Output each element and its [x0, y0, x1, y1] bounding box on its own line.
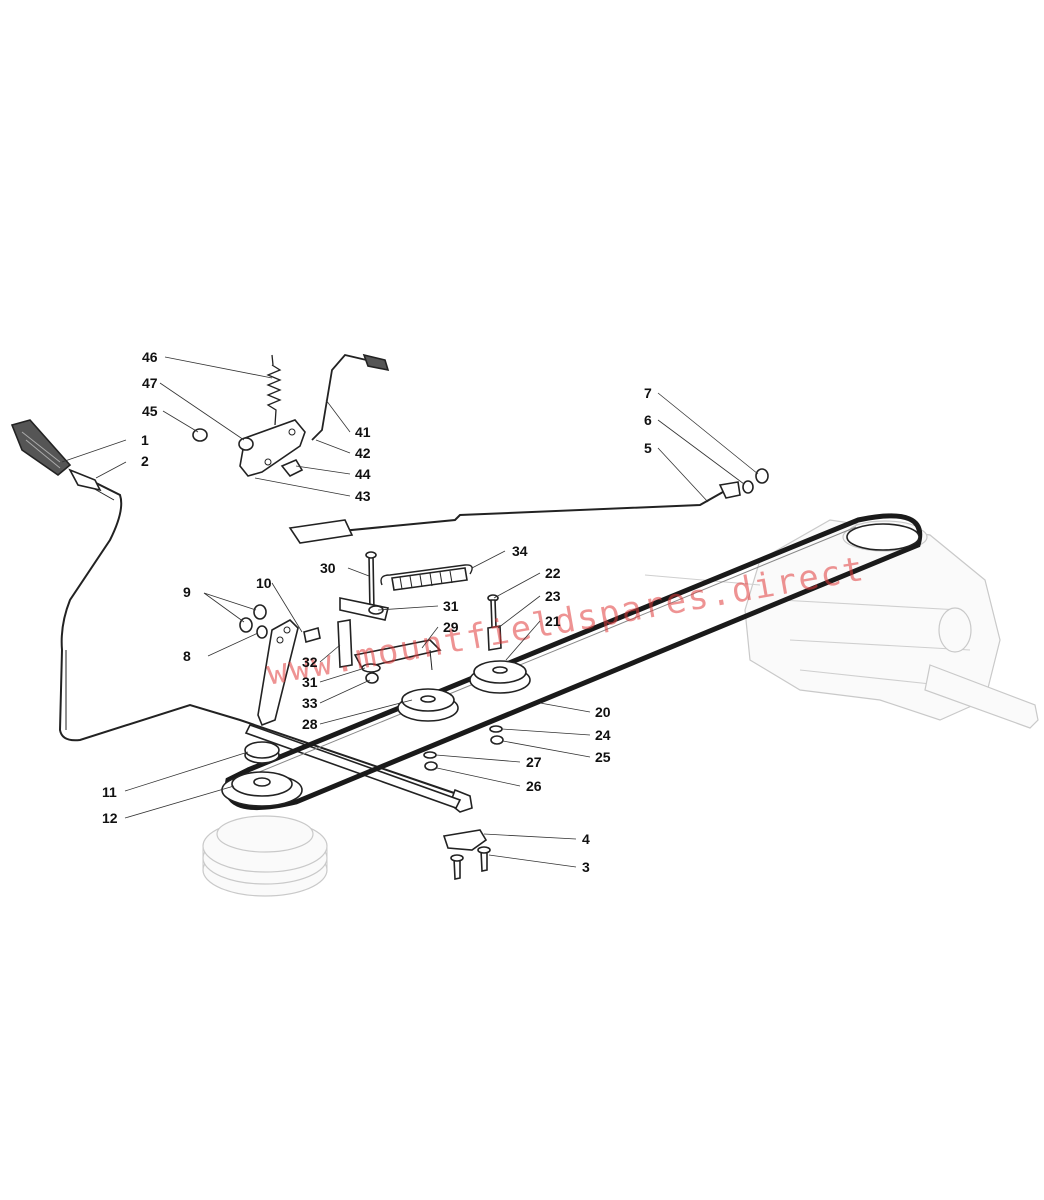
callout-6: 6 [644, 412, 652, 428]
belt-guide [442, 829, 491, 880]
callout-5: 5 [644, 440, 652, 456]
callout-33: 33 [302, 695, 318, 711]
callout-41: 41 [355, 424, 371, 440]
callout-26: 26 [526, 778, 542, 794]
callout-30: 30 [320, 560, 336, 576]
callout-34: 34 [512, 543, 528, 559]
callout-11: 11 [102, 784, 117, 800]
callout-22: 22 [545, 565, 561, 581]
callout-8: 8 [183, 648, 191, 664]
callout-4: 4 [582, 831, 590, 847]
callout-46: 46 [142, 349, 158, 365]
idler-plate [337, 597, 442, 684]
callout-25: 25 [595, 749, 611, 765]
callout-20: 20 [595, 704, 611, 720]
pedal-pad [10, 419, 72, 477]
callout-44: 44 [355, 466, 371, 482]
callout-2: 2 [141, 453, 149, 469]
callout-47: 47 [142, 375, 158, 391]
leader-lines [61, 356, 759, 868]
callout-3: 3 [582, 859, 590, 875]
idler-bolt [487, 594, 502, 651]
callout-27: 27 [526, 754, 542, 770]
callout-29: 29 [443, 619, 459, 635]
pedal-bracket [244, 619, 462, 809]
callout-31-upper: 31 [443, 598, 459, 614]
callout-9: 9 [183, 584, 191, 600]
callout-42: 42 [355, 445, 371, 461]
callout-45: 45 [142, 403, 158, 419]
callout-21: 21 [545, 613, 561, 629]
callout-10: 10 [256, 575, 272, 591]
lever-assembly [192, 353, 390, 478]
callout-31-lower: 31 [302, 674, 318, 690]
transmission-ghost [644, 519, 1039, 729]
callout-7: 7 [644, 385, 652, 401]
callout-labels: 1 2 3 4 5 6 7 8 9 10 11 12 20 21 22 23 2… [102, 349, 652, 875]
control-rod [288, 468, 769, 544]
callout-28: 28 [302, 716, 318, 732]
washer-nut-group [239, 604, 321, 644]
callout-12: 12 [102, 810, 118, 826]
callout-32: 32 [302, 654, 318, 670]
callout-24: 24 [595, 727, 611, 743]
callout-43: 43 [355, 488, 371, 504]
pulleys [221, 523, 920, 807]
pedal-rod [58, 468, 473, 813]
callout-1: 1 [141, 432, 149, 448]
clutch-ghost [202, 815, 328, 897]
callout-23: 23 [545, 588, 561, 604]
